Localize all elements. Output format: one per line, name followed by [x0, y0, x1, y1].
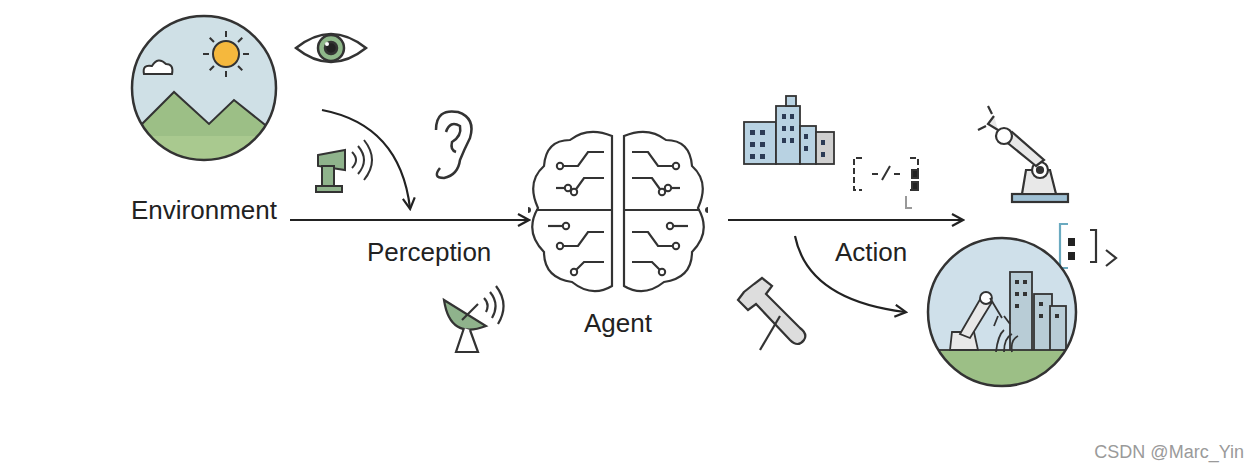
- environment-node: Environment: [118, 12, 290, 224]
- brain-icon: [528, 122, 708, 302]
- eye-icon: [296, 34, 366, 62]
- satellite-dish-icon: [444, 286, 504, 352]
- action-label: Action: [832, 237, 910, 268]
- buildings-icon: [744, 96, 834, 164]
- node-label: Environment: [118, 195, 290, 226]
- code-bracket-icon: [1060, 224, 1116, 268]
- code-icon: [854, 158, 918, 208]
- environment-circle: [118, 12, 290, 172]
- edge-label: Perception: [364, 237, 494, 268]
- watermark: CSDN @Marc_Yin: [1094, 442, 1244, 463]
- wrench-icon: [738, 278, 805, 350]
- action-arrow: [728, 219, 962, 221]
- robot-arm-icon: [978, 106, 1068, 202]
- speaker-icon: [316, 140, 372, 192]
- ear-icon: [436, 111, 472, 178]
- agent-node: Agent: [528, 122, 708, 342]
- node-label: Agent: [528, 308, 708, 339]
- perception-arrow: [290, 219, 528, 221]
- city-scene: [920, 238, 1090, 400]
